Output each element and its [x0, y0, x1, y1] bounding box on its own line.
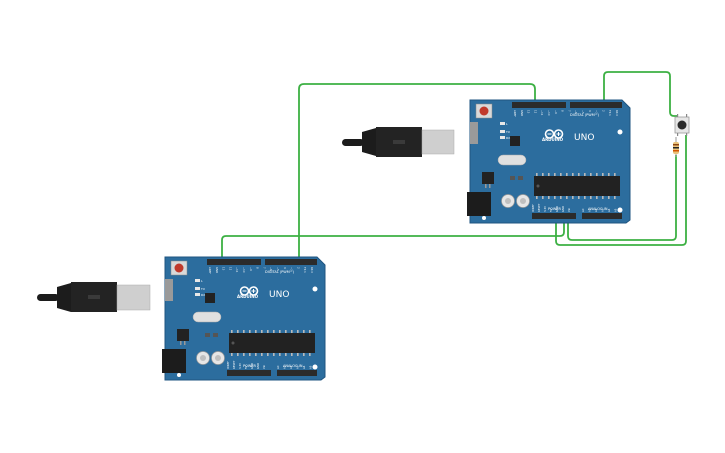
pin-label: A2	[594, 208, 598, 212]
wires	[221, 71, 687, 260]
pin-label: 4	[283, 267, 287, 269]
resistor	[673, 137, 679, 157]
pin-label: 8	[256, 267, 260, 269]
led-label-rx: RX	[506, 136, 510, 140]
wire-board2-pin-to-button	[603, 71, 678, 117]
pin-label: A4	[607, 208, 611, 212]
pin-label: GND	[256, 363, 260, 369]
pin-label: ~10	[547, 110, 551, 116]
pin-label: A4	[302, 365, 306, 369]
pin-label: 2	[601, 110, 605, 112]
pin-label: ~6	[574, 110, 578, 114]
pin-label: GND	[250, 363, 254, 369]
led-label-tx: TX	[200, 287, 205, 291]
pin-label: A0	[581, 208, 585, 212]
pin-label: A1	[283, 365, 287, 369]
led-label-rx: RX	[201, 293, 205, 297]
pin-label: ~11	[540, 110, 544, 116]
pin-label: 7	[567, 110, 571, 112]
pin-label: A0	[276, 365, 280, 369]
pin-label: 5V	[244, 365, 248, 369]
pin-label: IOREF	[226, 361, 230, 369]
pin-label: ~11	[235, 267, 239, 273]
arduino-board-top[interactable]: ARDUINO UNO DIGITAL (PWM~) POWER ANALOG …	[466, 99, 631, 224]
digital-label: DIGITAL (PWM~)	[570, 113, 600, 117]
model-label: UNO	[574, 133, 594, 143]
analog-label: ANALOG IN	[283, 364, 303, 368]
pin-label: RESET	[232, 360, 236, 369]
brand-label: ARDUINO	[542, 137, 564, 142]
pin-label: RESET	[537, 203, 541, 212]
pin-label: A3	[296, 365, 300, 369]
power-label: POWER	[548, 207, 562, 211]
pin-label: ~6	[269, 267, 273, 271]
pin-label: A3	[601, 208, 605, 212]
pin-label: 2	[296, 267, 300, 269]
pin-label: AREF	[208, 267, 212, 274]
pin-label: Vin	[262, 365, 266, 369]
model-label: UNO	[269, 290, 289, 300]
brand-label: ARDUINO	[237, 294, 259, 299]
pin-label: AREF	[513, 110, 517, 117]
pin-label: GND	[555, 206, 559, 212]
pin-label: 3.3V	[238, 363, 242, 369]
analog-label: ANALOG IN	[588, 207, 608, 211]
pin-label: ~5	[276, 267, 280, 271]
pin-label: IOREF	[531, 204, 535, 212]
usb-cable-bottom	[37, 282, 151, 312]
usb-cable-top	[342, 127, 455, 157]
pin-label: 5V	[549, 208, 553, 212]
pin-label: GND	[520, 110, 524, 116]
arduino-board-bottom[interactable]: ARDUINO UNO DIGITAL (PWM~) POWER ANALOG …	[161, 256, 326, 381]
wire-board1-to-board2-digital	[298, 83, 536, 260]
pin-label: ~3	[595, 110, 599, 114]
led-label-l: L	[201, 279, 203, 283]
pin-label: RX 0	[310, 267, 314, 273]
pin-label: RX 0	[615, 110, 619, 116]
pin-label: A2	[289, 365, 293, 369]
wire-board2-gnd-to-resistor	[567, 155, 677, 241]
pin-label: ~3	[290, 267, 294, 271]
wire-board2-to-board1-gnd	[221, 223, 565, 260]
pin-label: TX 1	[608, 110, 612, 116]
pin-label: ~9	[249, 267, 253, 271]
pin-label: GND	[561, 206, 565, 212]
led-label-l: L	[506, 122, 508, 126]
pin-label: 12	[228, 267, 232, 271]
pin-label: ~10	[242, 267, 246, 273]
pin-label: TX 1	[303, 267, 307, 273]
pin-label: 4	[588, 110, 592, 112]
pushbutton[interactable]	[674, 114, 690, 136]
pin-label: ~5	[581, 110, 585, 114]
pin-label: GND	[215, 267, 219, 273]
pin-label: 8	[561, 110, 565, 112]
pin-label: 12	[533, 110, 537, 114]
pin-label: 13	[527, 110, 531, 114]
wire-board2-power-to-button	[555, 135, 687, 246]
pin-label: A5	[614, 208, 618, 212]
pin-label: A5	[309, 365, 313, 369]
power-label: POWER	[243, 364, 257, 368]
digital-label: DIGITAL (PWM~)	[265, 270, 295, 274]
pin-label: ~9	[554, 110, 558, 114]
pin-label: A1	[588, 208, 592, 212]
pin-label: 3.3V	[543, 206, 547, 212]
pin-label: Vin	[567, 208, 571, 212]
led-label-tx: TX	[505, 130, 510, 134]
pin-label: 13	[222, 267, 226, 271]
pin-label: 7	[262, 267, 266, 269]
